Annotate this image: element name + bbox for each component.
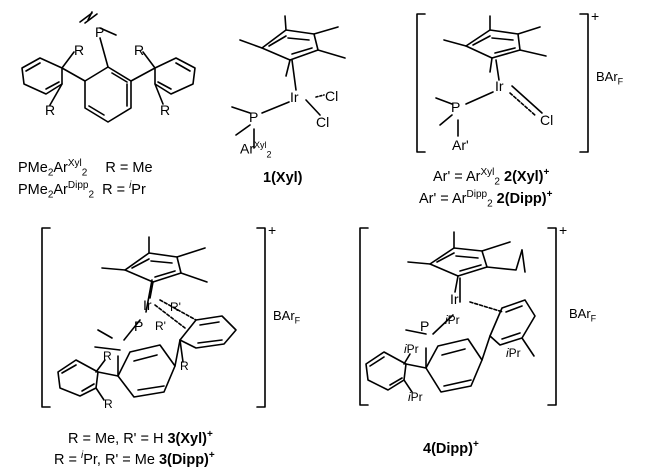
complex3-caption-xyl: R = Me, R' = H 3(Xyl)+ [68,426,213,448]
complex3-caption-charge: + [208,450,215,461]
complex1-atom-p: P [249,109,259,125]
complex4-counterion: BArF [569,306,596,324]
complex2-caption-pre: Ar' = Ar [419,190,467,207]
ligand-caption-i: i [129,180,132,191]
complex2-atom-cl: Cl [540,112,554,128]
complex3-atom-rprime: R' [170,300,181,314]
complex4-ipr-italic: i [404,342,407,356]
complex3-caption-pre: R = [54,451,81,468]
complex1-atom-ir: Ir [290,89,299,105]
complex4-label-text: 4(Dipp) [423,440,473,457]
complex2-caption-sub: 2 [487,198,493,210]
complex2-caption-dipp: Ar' = ArDipp2 2(Dipp)+ [419,186,552,213]
complex4-label-charge: + [472,439,479,450]
ligand-atom-p: P [95,24,105,40]
complex3-caption-dipp: R = iPr, R' = Me 3(Dipp)+ [54,447,215,469]
complex3-caption-label: 3(Xyl) [167,430,207,447]
complex4-ipr-text: Pr [406,342,419,356]
complex3-atom-ir: Ir [143,297,152,313]
complex4-ipr-text: Pr [447,313,460,327]
complex2-atom-ir: Ir [495,78,504,94]
ligand-atom-r: R [45,102,56,118]
complex2-atom-ar: Ar' [452,137,469,153]
ligand-caption-pme: PMe [18,181,48,198]
complex2-atom-p: P [451,99,461,115]
ligand-caption-pme: PMe [18,159,48,176]
complex2-caption-charge: + [546,189,553,200]
complex4-counterion-sub: F [590,313,597,324]
complex2-caption-sup: Xyl [480,167,495,178]
ligand-atom-r: R [134,42,145,58]
ligand-atom-r: R [160,102,171,118]
complex3-counterion: BArF [273,308,300,326]
ligand-caption-r: R = [102,181,130,198]
complex4-ipr-text: Pr [410,390,423,404]
complex3-atom-r: R [104,397,113,411]
ligand-caption-ar: Ar [53,159,68,176]
ligand-caption-sub2: 2 [81,167,88,179]
complex3-caption-label: 3(Dipp) [158,451,209,468]
complex4-ipr-italic: i [445,313,448,327]
complex3-atom-rprime: R' [155,319,166,333]
ligand-caption-sub: 2 [47,189,54,201]
ligand-structure [21,11,196,123]
ligand-caption-ar: Ar [53,181,68,198]
complex1-atom-cl: Cl [325,88,339,104]
ligand-caption-sub2: 2 [88,189,95,201]
complex2-caption-sub: 2 [494,176,500,188]
complex4-ipr-label: iPr [404,342,419,356]
ligand-caption-r: R = Me [105,159,153,176]
ligand-caption-sub: 2 [47,167,54,179]
complex3-caption-mid: Pr, R' = Me [83,451,159,468]
complex3-atom-r: R [103,349,112,363]
complex4-counterion-text: BAr [569,306,591,321]
complex4-ipr-italic: i [408,390,411,404]
complex3-structure [41,227,266,408]
complex4-atom-p: P [420,318,430,334]
complex1-atom-cl: Cl [316,114,330,130]
complex2-structure [416,13,589,153]
ligand-caption-dipp: PMe2ArDipp2 R = iPr [18,177,146,204]
complex4-ipr-italic: i [506,346,509,360]
complex4-charge: + [559,222,568,238]
complex4-ipr-text: Pr [508,346,521,360]
complex3-caption-i: i [81,450,84,461]
complex2-caption-label: 2(Xyl) [504,168,544,185]
complex3-counterion-text: BAr [273,308,295,323]
complex1-aryl-text: Ar [240,140,254,157]
complex1-structure [231,15,346,149]
ligand-caption-pr: Pr [131,181,146,198]
complex4-ipr-label: iPr [408,390,423,404]
complex4-label: 4(Dipp)+ [423,436,479,458]
complex2-caption-label: 2(Dipp) [496,190,547,207]
complex2-counterion-text: BAr [596,69,618,84]
complex1-label: 1(Xyl) [263,170,303,186]
complex2-caption-xyl: Ar' = ArXyl2 2(Xyl)+ [433,164,549,191]
complex4-ipr-label: iPr [506,346,521,360]
complex1-aryl-sup: Xyl [254,140,267,150]
complex2-caption-charge: + [543,167,550,178]
ligand-atom-r: R [74,42,85,58]
ligand-caption-sup: Xyl [67,158,82,169]
complex2-counterion: BArF [596,69,623,87]
complex2-caption-pre: Ar' = Ar [433,168,481,185]
complex3-atom-p: P [134,318,144,334]
ligand-caption-xyl: PMe2ArXyl2 R = Me [18,155,153,182]
complex2-charge: + [591,8,600,24]
complex1-aryl-group: ArXyl2 [240,140,272,159]
complex1-aryl-sub: 2 [266,149,272,160]
complex3-caption-charge: + [206,429,213,440]
complex2-counterion-sub: F [617,76,624,87]
complex3-charge: + [268,222,277,238]
complex4-ipr-label: iPr [445,313,460,327]
complex4-atom-ir: Ir [450,291,459,307]
complex4-structure [359,227,557,406]
complex3-counterion-sub: F [294,315,301,326]
complex3-caption-pre: R = Me, R' = H [68,430,168,447]
ligand-caption-sup: Dipp [67,180,89,191]
complex2-caption-sup: Dipp [466,189,488,200]
complex3-atom-r: R [180,359,189,373]
